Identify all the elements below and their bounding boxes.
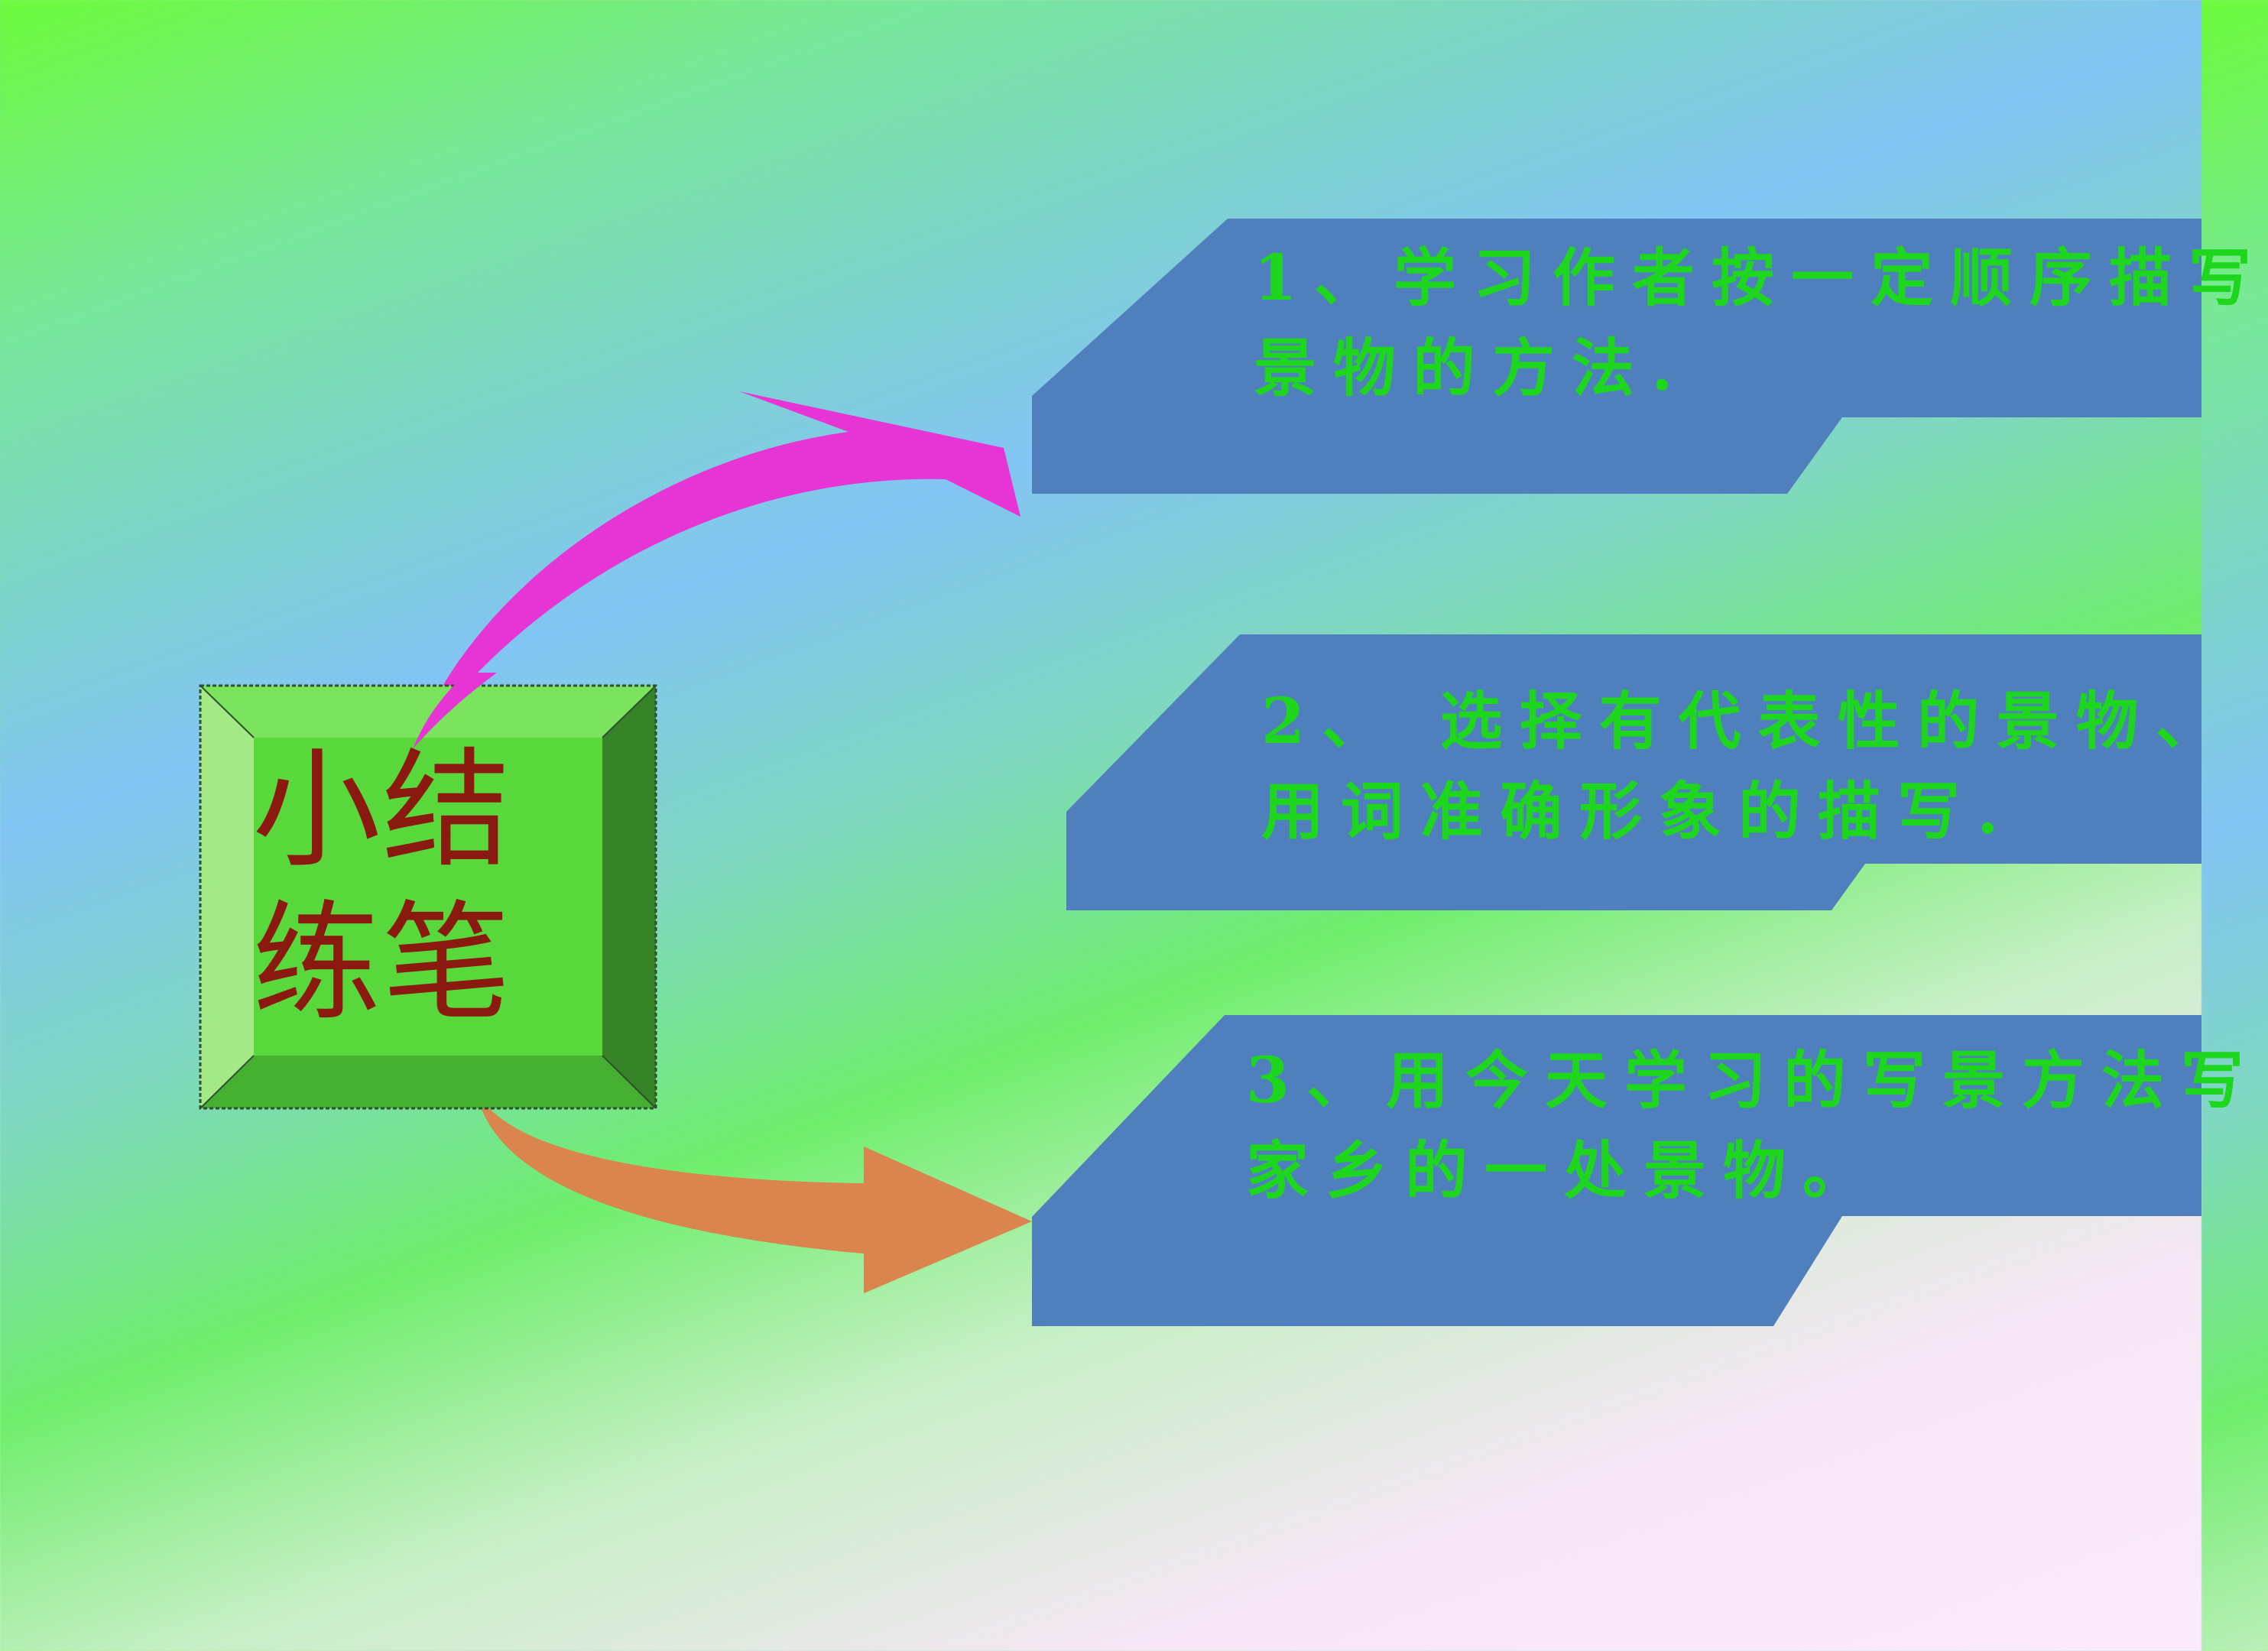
item-panel-3 [1032, 1015, 2201, 1326]
summary-title-line-1: 小结 [252, 735, 512, 885]
item-text-1: 1、学习作者按一定顺序描写 景物的方法. [1254, 233, 2268, 414]
slide-canvas [199, 219, 2201, 1326]
summary-title: 小结 练笔 [252, 734, 573, 1040]
arrow-to-item-1 [413, 391, 1020, 749]
item-panel-2 [1066, 634, 2201, 910]
item-1-line-2: 景物的方法. [1254, 332, 1690, 405]
item-2-line-2: 用词准确形象的描写. [1261, 775, 2016, 848]
arrow-to-item-3 [475, 1085, 1032, 1293]
item-3-line-2: 家乡的一处景物。 [1246, 1134, 1883, 1208]
item-3-line-1: 3、用今天学习的写景方法写 [1246, 1044, 2261, 1117]
item-2-line-1: 2、 选择有代表性的景物、 [1261, 685, 2235, 758]
item-panel-1 [1032, 219, 2201, 494]
arrow-tail-overlap [413, 673, 497, 749]
item-text-2: 2、 选择有代表性的景物、 用词准确形象的描写. [1261, 676, 2235, 857]
summary-box [199, 684, 657, 1110]
item-1-line-1: 1、学习作者按一定顺序描写 [1254, 242, 2268, 315]
item-text-3: 3、用今天学习的写景方法写 家乡的一处景物。 [1246, 1036, 2260, 1216]
summary-title-line-2: 练笔 [252, 888, 512, 1038]
